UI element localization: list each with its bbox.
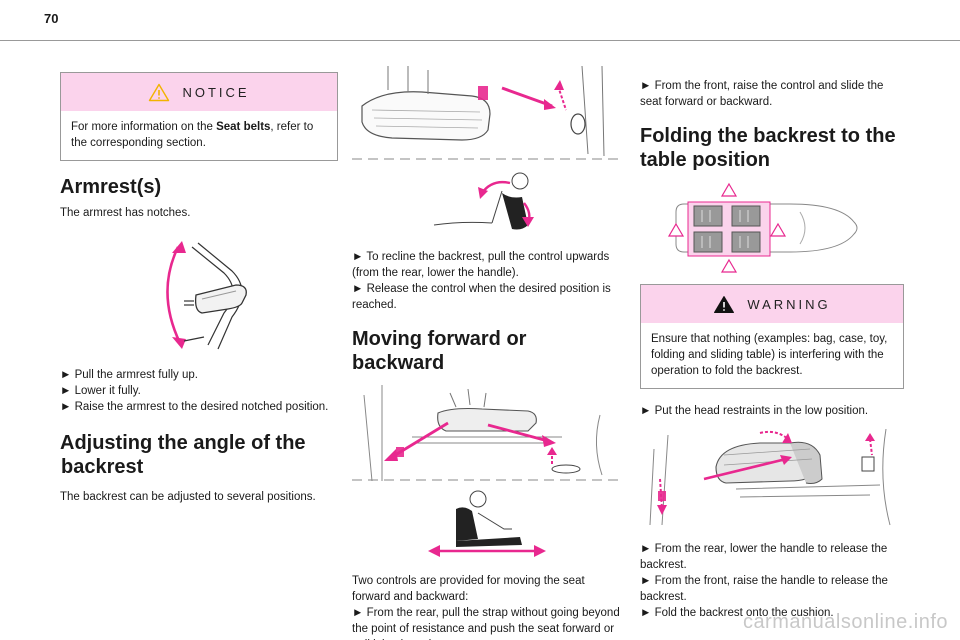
header-rule — [0, 40, 960, 41]
armrest-heading: Armrest(s) — [60, 176, 162, 198]
fold-step-3: ► Fold the backrest onto the cushion. — [640, 607, 834, 619]
warning-box: WARNING Ensure that nothing (examples: b… — [640, 284, 904, 389]
armrest-steps: ► Pull the armrest fully up. ► Lower it … — [60, 367, 338, 415]
column-right: ► From the front, raise the control and … — [640, 78, 904, 621]
warning-header: WARNING — [641, 285, 903, 323]
warning-text: Ensure that nothing (examples: bag, case… — [651, 333, 888, 377]
backrest-angle-heading-line2: backrest — [61, 456, 144, 478]
fold-step-2: ► From the front, raise the handle to re… — [640, 575, 888, 603]
backrest-angle-heading-line1: Adjusting the angle of the — [60, 432, 306, 454]
recline-steps: ► To recline the backrest, pull the cont… — [352, 249, 622, 313]
notice-text-end: , refer to the corresponding section. — [71, 121, 314, 149]
fold-step-1: ► From the rear, lower the handle to rel… — [640, 543, 888, 571]
notice-text-start: For more information on the — [71, 121, 217, 133]
warning-triangle-icon — [149, 83, 170, 101]
folding-heading-line1: Folding the backrest to the — [640, 125, 896, 147]
page-number: 70 — [44, 11, 59, 26]
column-left: NOTICE For more information on the Seat … — [60, 58, 338, 505]
watermark: carmanualsonline.info — [742, 611, 948, 633]
fold-steps: ► From the rear, lower the handle to rel… — [640, 541, 904, 621]
backrest-angle-intro: The backrest can be adjusted to several … — [60, 491, 316, 503]
armrest-step-2: ► Lower it fully. — [60, 385, 141, 397]
forward-backward-heading: Moving forward or backward — [352, 328, 527, 374]
folding-heading: Folding the backrest to the table positi… — [640, 124, 904, 172]
seat-recline-illustration — [352, 66, 622, 160]
seat-slide-diagram — [428, 490, 546, 557]
vehicle-seat-layout-diagram — [667, 182, 858, 273]
backrest-angle-diagram — [433, 172, 534, 230]
armrest-intro: The armrest has notches. — [60, 207, 191, 219]
backrest-angle-heading: Adjusting the angle of the backrest — [60, 431, 338, 479]
warning-filled-icon — [714, 295, 735, 313]
notice-header: NOTICE — [61, 73, 337, 111]
backrest-fold-illustration — [649, 429, 891, 526]
armrest-illustration — [166, 241, 247, 350]
notice-box: NOTICE For more information on the Seat … — [60, 72, 338, 161]
forward-intro: Two controls are provided for moving the… — [352, 575, 585, 603]
front-slide-step: ► From the front, raise the control and … — [640, 80, 884, 108]
armrest-step-3: ► Raise the armrest to the desired notch… — [60, 401, 329, 413]
forward-text: Two controls are provided for moving the… — [352, 573, 622, 640]
folding-heading-line2: table position — [640, 149, 770, 171]
notice-text: For more information on the Seat belts, … — [61, 111, 337, 160]
forward-step-1: ► From the rear, pull the strap without … — [352, 607, 620, 640]
recline-step-1: ► To recline the backrest, pull the cont… — [352, 251, 610, 279]
column-middle: ► To recline the backrest, pull the cont… — [352, 66, 622, 640]
notice-text-bold: Seat belts — [216, 121, 271, 133]
warning-title: WARNING — [747, 296, 831, 312]
armrest-step-1: ► Pull the armrest fully up. — [60, 369, 198, 381]
notice-title: NOTICE — [182, 84, 250, 100]
head-restraints-step: ► Put the head restraints in the low pos… — [640, 405, 869, 417]
recline-step-2: ► Release the control when the desired p… — [352, 283, 611, 311]
seat-slide-illustration — [352, 385, 622, 481]
